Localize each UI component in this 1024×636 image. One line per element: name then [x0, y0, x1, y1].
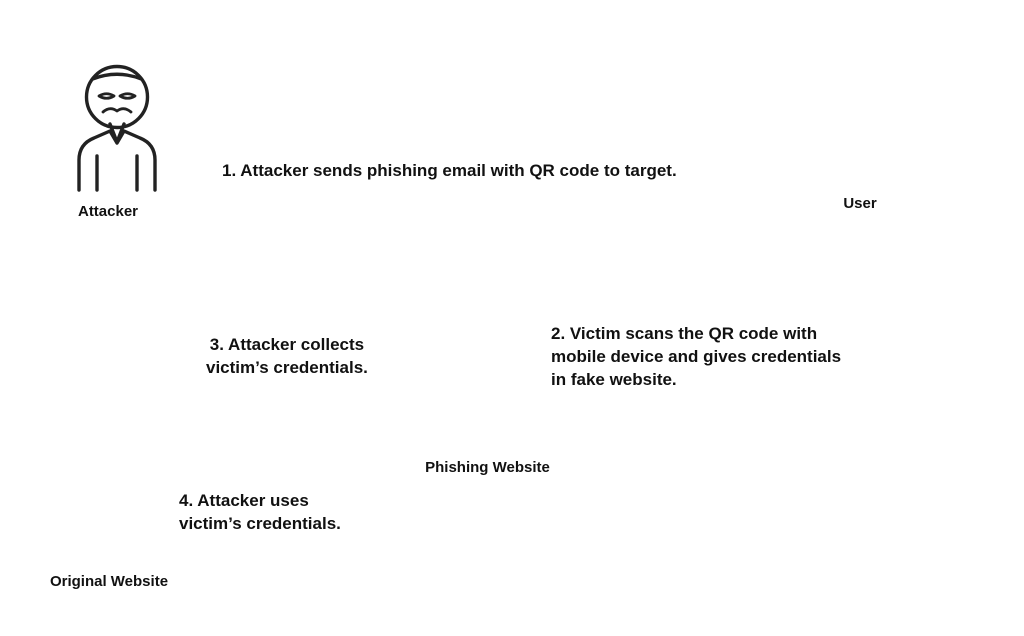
- node-label-original-website: Original Website: [49, 573, 169, 590]
- step-label-3: 3. Attacker collects victim’s credential…: [206, 335, 368, 377]
- node-label-attacker: Attacker: [77, 203, 139, 220]
- node-label-phishing-website: Phishing Website: [425, 459, 550, 476]
- attacker-masked-person-icon: [77, 64, 157, 192]
- step-label-1: 1. Attacker sends phishing email with QR…: [222, 161, 677, 180]
- node-label-user: User: [843, 195, 877, 212]
- step-label-2: 2. Victim scans the QR code with mobile …: [551, 324, 842, 389]
- step-label-4: 4. Attacker uses victim’s credentials.: [179, 491, 341, 533]
